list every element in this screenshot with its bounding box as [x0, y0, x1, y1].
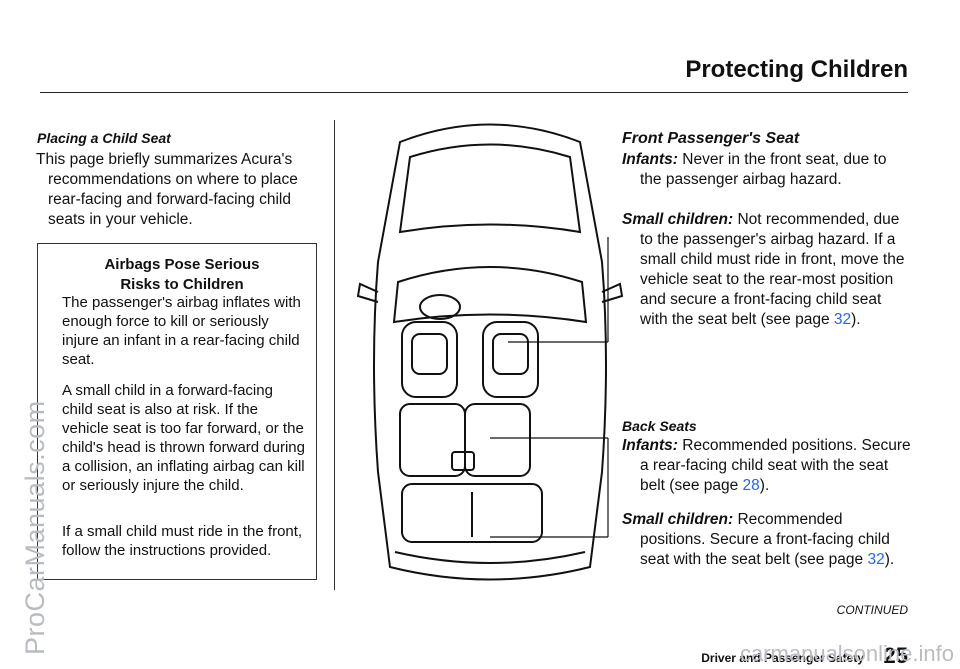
warning-box	[37, 243, 317, 580]
warning-title-line-2: Risks to Children	[120, 276, 244, 293]
hood-outline	[398, 143, 582, 234]
passenger-seat	[482, 321, 539, 398]
driver-seat	[401, 321, 458, 398]
front-seat-heading: Front Passenger's Seat	[622, 130, 800, 147]
bottom-watermark: carmanualsonline.info	[739, 641, 954, 666]
front-small-text: Not recommended, due to the passenger's …	[640, 211, 905, 328]
section-heading-placing: Placing a Child Seat	[37, 130, 171, 146]
warning-para-2: A small child in a forward-facing child …	[62, 382, 305, 494]
back-small-end: ).	[884, 551, 895, 568]
header-rule	[40, 92, 908, 93]
back-seats-section: Back Seats Infants: Recommended position…	[622, 418, 912, 570]
windshield-outline	[392, 266, 588, 324]
front-small-end: ).	[851, 311, 861, 328]
continued-label: CONTINUED	[836, 603, 908, 617]
rear-seat-right	[464, 403, 531, 477]
front-small-label: Small children:	[622, 211, 734, 228]
front-infants-paragraph: Infants: Never in the front seat, due to…	[622, 150, 912, 190]
front-seat-section: Front Passenger's Seat Infants: Never in…	[622, 130, 912, 330]
intro-line-rest: recommendations on where to place rear-f…	[48, 171, 298, 228]
front-infants-text: Never in the front seat, due to the pass…	[640, 151, 887, 188]
page-title: Protecting Children	[685, 56, 908, 83]
side-watermark-text: ProCarManuals.com	[20, 400, 50, 655]
warning-para-3: If a small child must ride in the front,…	[62, 523, 303, 559]
column-divider-left	[334, 120, 335, 590]
back-small-children-paragraph: Small children: Recommended positions. S…	[622, 510, 912, 570]
car-body-outline	[373, 123, 607, 581]
intro-paragraph: This page briefly summarizes Acura's rec…	[36, 150, 328, 230]
back-small-text: Recommended positions. Secure a front-fa…	[640, 511, 890, 568]
back-infants-paragraph: Infants: Recommended positions. Secure a…	[622, 436, 912, 496]
rear-bumper-line	[394, 551, 586, 564]
right-mirror	[601, 282, 624, 303]
back-infants-label: Infants:	[622, 437, 678, 454]
page-number: 25	[883, 643, 908, 668]
rear-seat-left	[399, 403, 466, 477]
footer-section-label: Driver and Passenger Safety	[701, 651, 864, 665]
back-infants-end: ).	[759, 477, 770, 494]
front-small-children-paragraph: Small children: Not recommended, due to …	[622, 210, 912, 330]
intro-line-1: This page briefly summarizes Acura's	[36, 151, 293, 168]
left-mirror	[356, 282, 379, 303]
back-infants-page-link[interactable]: 28	[742, 477, 760, 494]
back-small-page-link[interactable]: 32	[867, 551, 885, 568]
vehicle-top-view-diagram	[356, 123, 624, 581]
third-row-seat	[401, 483, 543, 543]
warning-title-line-1: Airbags Pose Serious	[104, 256, 260, 273]
back-infants-text: Recommended positions. Secure a rear-fac…	[640, 437, 911, 494]
front-small-page-link[interactable]: 32	[833, 311, 852, 328]
side-watermark: ProCarManuals.com	[18, 235, 50, 655]
warning-para-1: The passenger's airbag inflates with eno…	[62, 294, 301, 368]
steering-wheel	[419, 294, 461, 320]
warning-box-title: Airbags Pose Serious Risks to Children	[37, 255, 327, 295]
back-small-label: Small children:	[622, 511, 734, 528]
front-infants-label: Infants:	[622, 151, 678, 168]
back-seats-heading: Back Seats	[622, 418, 697, 434]
